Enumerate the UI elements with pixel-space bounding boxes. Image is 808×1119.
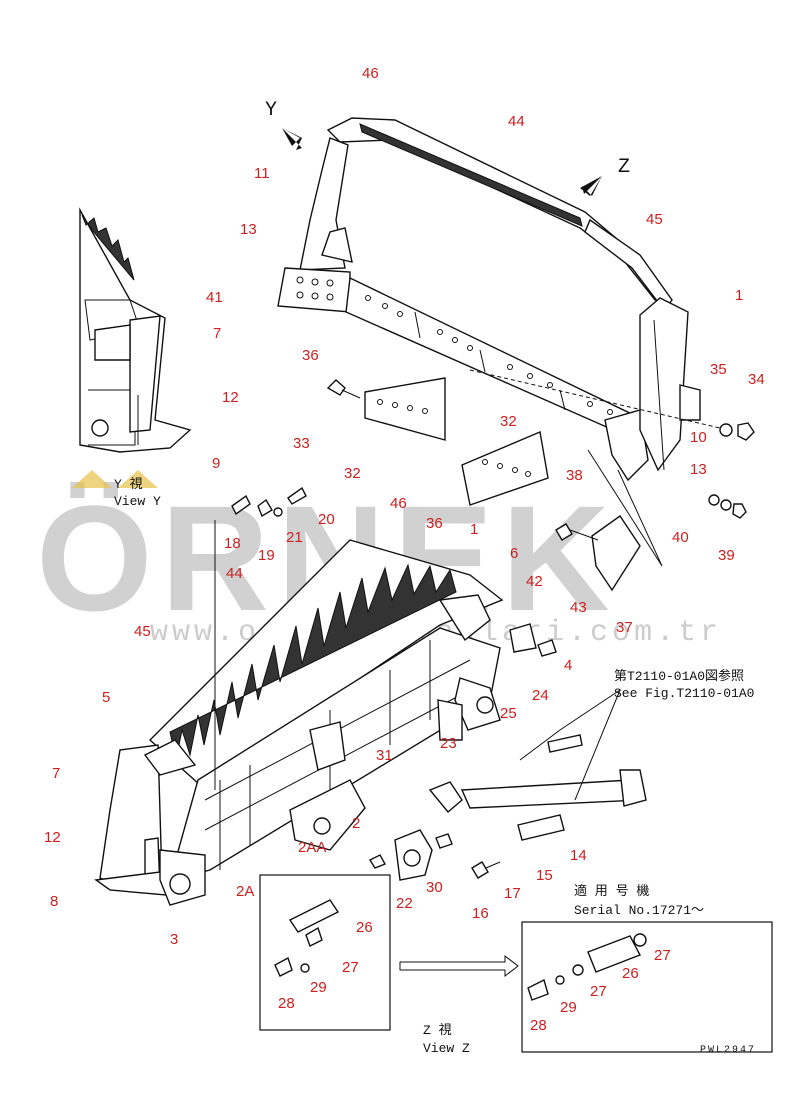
part-label: 19	[258, 547, 275, 564]
plate-41-holes	[296, 276, 334, 301]
part-label: 13	[240, 221, 257, 238]
detail-box-left	[259, 874, 391, 1031]
part-label: 25	[500, 705, 517, 722]
arrow-z-label: Z	[618, 156, 630, 179]
part-label: 45	[646, 211, 663, 228]
part-label: 44	[508, 113, 525, 130]
view-z-title-en: View Z	[423, 1041, 470, 1056]
part-label: 24	[532, 687, 549, 704]
drawing-id: PWL2947	[700, 1045, 756, 1056]
arrow-z-icon	[580, 176, 602, 196]
part-label: 2AA	[298, 839, 326, 856]
part-label: 29	[560, 999, 577, 1016]
part-label: 36	[302, 347, 319, 364]
part-label: 12	[222, 389, 239, 406]
part-label: 16	[472, 905, 489, 922]
ref-note-en: See Fig.T2110-01A0	[614, 686, 754, 701]
part-label: 15	[536, 867, 553, 884]
part-label: 18	[224, 535, 241, 552]
arrow-y-label: Y	[265, 99, 277, 122]
part-label: 9	[212, 455, 220, 472]
part-label: 32	[500, 413, 517, 430]
part-label: 6	[510, 545, 518, 562]
part-label: 39	[718, 547, 735, 564]
serial-note-en: Serial No.17271～	[574, 903, 704, 918]
part-label: 28	[530, 1017, 547, 1034]
cutting-edge-holes	[365, 295, 613, 415]
arrow-y-icon	[282, 128, 302, 150]
part-label: 27	[590, 983, 607, 1000]
part-label: 7	[52, 765, 60, 782]
part-label: 28	[278, 995, 295, 1012]
part-label: 45	[134, 623, 151, 640]
part-label: 43	[570, 599, 587, 616]
serial-note-jp: 適 用 号 機	[574, 883, 649, 899]
lower-blade-assembly	[94, 486, 647, 906]
part-label: 2	[352, 815, 360, 832]
part-label: 29	[310, 979, 327, 996]
part-label: 35	[710, 361, 727, 378]
part-label: 10	[690, 429, 707, 446]
part-label: 4	[564, 657, 572, 674]
part-label: 46	[362, 65, 379, 82]
part-label: 41	[206, 289, 223, 306]
part-label: 27	[654, 947, 671, 964]
part-label: 20	[318, 511, 335, 528]
part-label: 5	[102, 689, 110, 706]
detail-left-parts	[274, 899, 340, 977]
part-label: 1	[735, 287, 743, 304]
part-label: 26	[356, 919, 373, 936]
part-label: 31	[376, 747, 393, 764]
part-label: 21	[286, 529, 303, 546]
part-label: 13	[690, 461, 707, 478]
part-label: 1	[470, 521, 478, 538]
detail-right-parts	[527, 933, 647, 1001]
part-label: 37	[616, 619, 633, 636]
part-label: 26	[622, 965, 639, 982]
part-label: 17	[504, 885, 521, 902]
part-label: 34	[748, 371, 765, 388]
part-label: 38	[566, 467, 583, 484]
part-label: 42	[526, 573, 543, 590]
view-y-sideview	[79, 207, 192, 453]
part-label: 36	[426, 515, 443, 532]
part-label: 11	[254, 165, 270, 182]
part-label: 12	[44, 829, 61, 846]
part-label: 44	[226, 565, 243, 582]
part-label: 3	[170, 931, 178, 948]
part-label: 23	[440, 735, 457, 752]
part-label: 32	[344, 465, 361, 482]
part-label: 14	[570, 847, 587, 864]
part-label: 46	[390, 495, 407, 512]
part-label: 8	[50, 893, 58, 910]
detail-box-right	[521, 921, 773, 1053]
part-label: 2A	[236, 883, 254, 900]
part-label: 7	[213, 325, 221, 342]
part-label: 27	[342, 959, 359, 976]
view-y-title-en: View Y	[114, 494, 161, 509]
part-label: 33	[293, 435, 310, 452]
part-label: 22	[396, 895, 413, 912]
nut-34-icon	[737, 422, 755, 441]
washer-35-icon	[719, 423, 733, 437]
part-labels: 46 44 45 11 13 41 1 36 35 34 33 32 32 10…	[44, 65, 765, 1034]
plate-32-holes	[377, 399, 428, 414]
view-z-title-jp: Z 視	[423, 1023, 452, 1038]
ref-note-jp: 第T2110-01A0図参照	[614, 668, 744, 684]
watermark-logo-icon	[72, 470, 158, 488]
upper-blade-assembly	[277, 117, 755, 592]
plate-36-holes	[482, 459, 531, 477]
part-label: 40	[672, 529, 689, 546]
view-y-title-jp: Y 視	[114, 477, 143, 492]
part-label: 30	[426, 879, 443, 896]
